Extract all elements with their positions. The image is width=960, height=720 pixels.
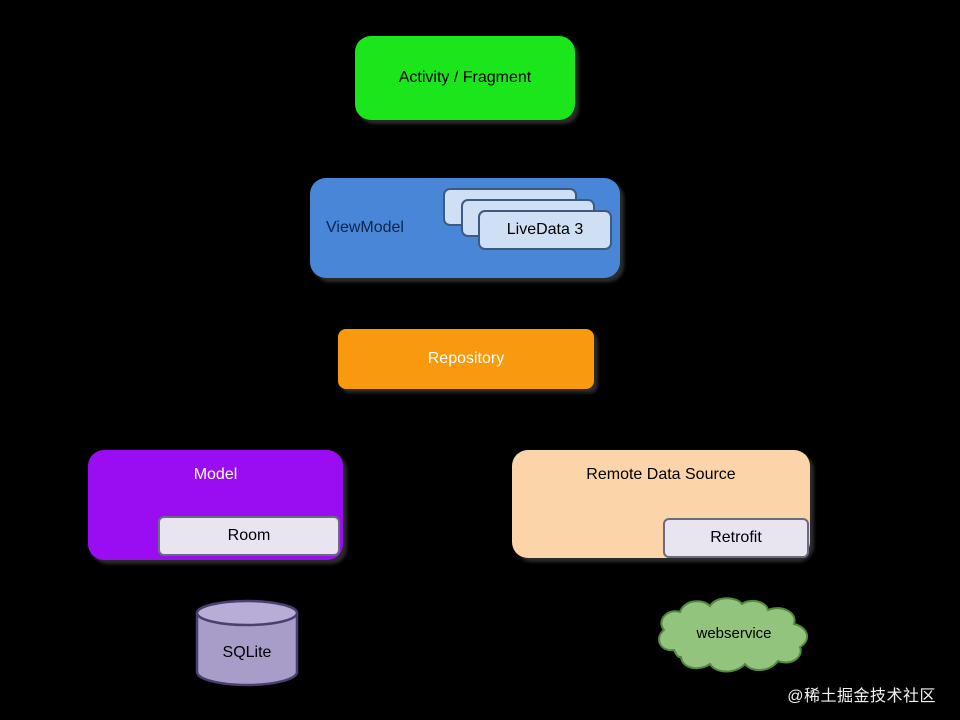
remote-data-source-node: Remote Data Source Retrofit bbox=[512, 450, 810, 558]
livedata-label: LiveData 3 bbox=[506, 221, 584, 238]
sqlite-label: SQLite bbox=[222, 644, 272, 661]
livedata-card-front: LiveData 3 bbox=[478, 210, 612, 250]
model-label: Model bbox=[193, 466, 238, 483]
repository-node: Repository bbox=[338, 329, 594, 389]
database-cylinder-icon bbox=[195, 599, 299, 687]
viewmodel-node: ViewModel LiveData 3 bbox=[310, 178, 620, 278]
cloud-icon bbox=[658, 597, 809, 673]
room-node: Room bbox=[158, 516, 340, 556]
watermark: @稀土掘金技术社区 bbox=[787, 688, 936, 705]
retrofit-node: Retrofit bbox=[663, 518, 809, 558]
remote-data-source-label: Remote Data Source bbox=[586, 466, 736, 483]
sqlite-node: SQLite bbox=[195, 598, 299, 688]
webservice-node: webservice bbox=[652, 596, 816, 676]
activity-fragment-label: Activity / Fragment bbox=[398, 69, 532, 86]
activity-fragment-node: Activity / Fragment bbox=[355, 36, 575, 120]
model-node: Model Room bbox=[88, 450, 343, 560]
repository-label: Repository bbox=[427, 350, 505, 367]
retrofit-label: Retrofit bbox=[710, 529, 762, 546]
viewmodel-label: ViewModel bbox=[326, 219, 404, 236]
webservice-label: webservice bbox=[696, 625, 772, 642]
room-label: Room bbox=[227, 527, 271, 544]
